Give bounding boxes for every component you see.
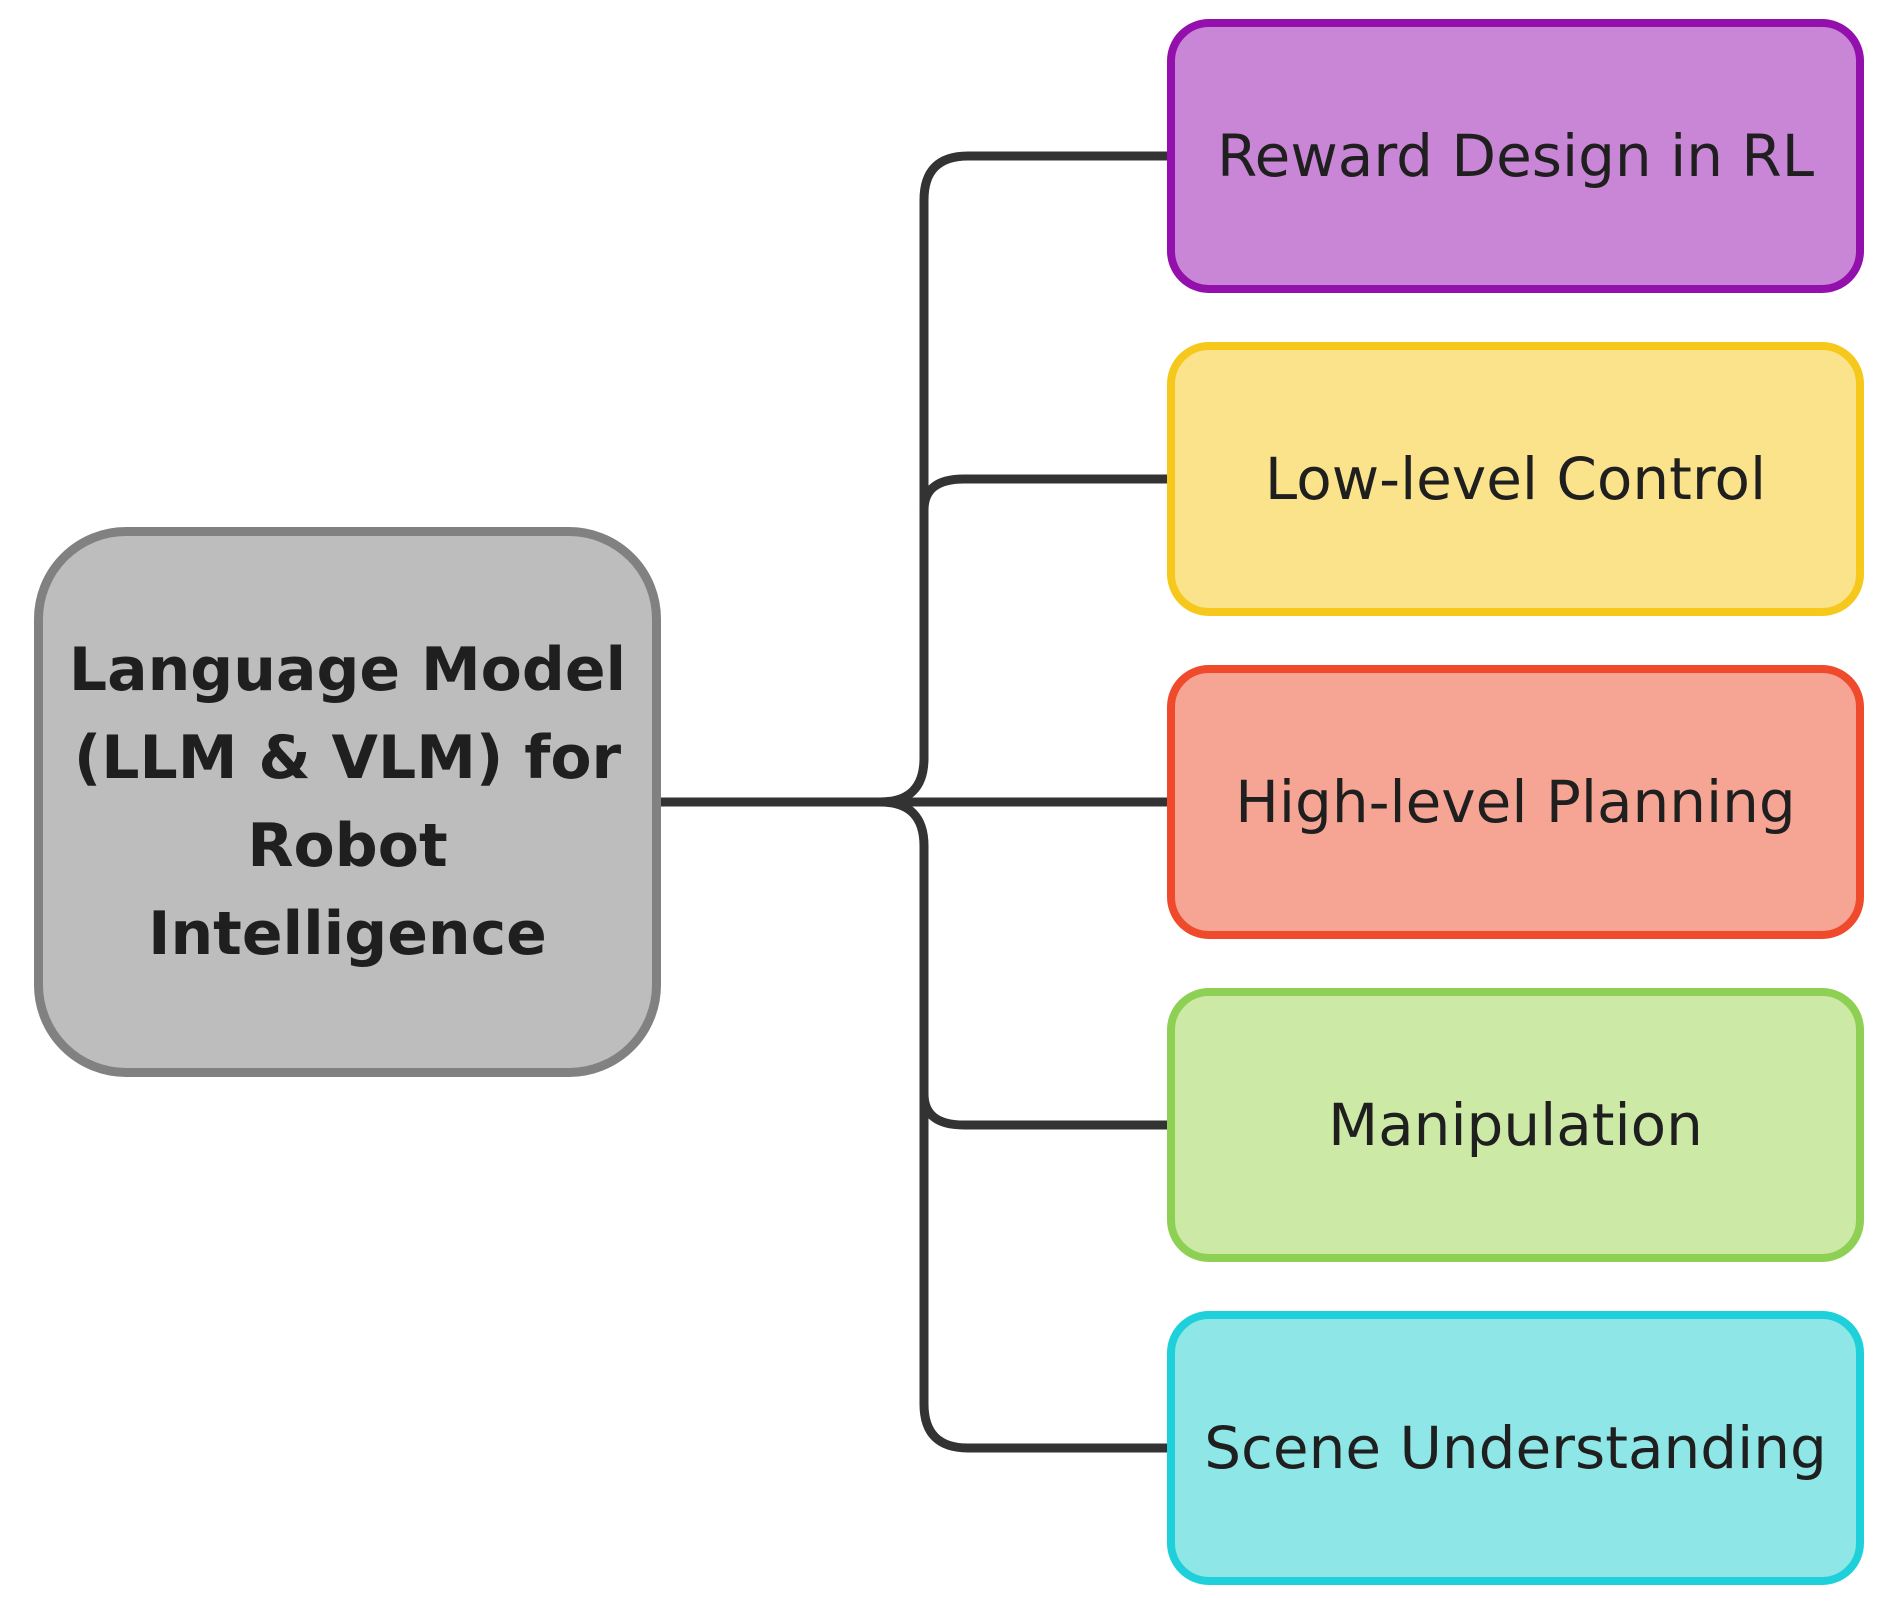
branch-node-reward-design: Reward Design in RL <box>1167 19 1864 293</box>
branch-label-scene-understanding: Scene Understanding <box>1204 1414 1827 1482</box>
connector-to-low-level-control <box>919 474 1172 515</box>
branch-node-scene-understanding: Scene Understanding <box>1167 1311 1864 1585</box>
branch-node-high-level-planning: High-level Planning <box>1167 665 1864 939</box>
branch-node-low-level-control: Low-level Control <box>1167 342 1864 616</box>
branch-label-high-level-planning: High-level Planning <box>1235 768 1796 836</box>
branch-node-manipulation: Manipulation <box>1167 988 1864 1262</box>
connector-to-manipulation <box>919 1089 1172 1130</box>
root-node: Language Model (LLM & VLM) for Robot Int… <box>34 527 661 1077</box>
root-node-label: Language Model (LLM & VLM) for Robot Int… <box>68 635 627 969</box>
branch-label-reward-design: Reward Design in RL <box>1216 122 1815 190</box>
branch-label-manipulation: Manipulation <box>1328 1091 1703 1159</box>
connector-to-reward-design <box>875 151 1172 807</box>
connector-to-scene-understanding <box>875 797 1172 1453</box>
branch-label-low-level-control: Low-level Control <box>1264 445 1767 513</box>
